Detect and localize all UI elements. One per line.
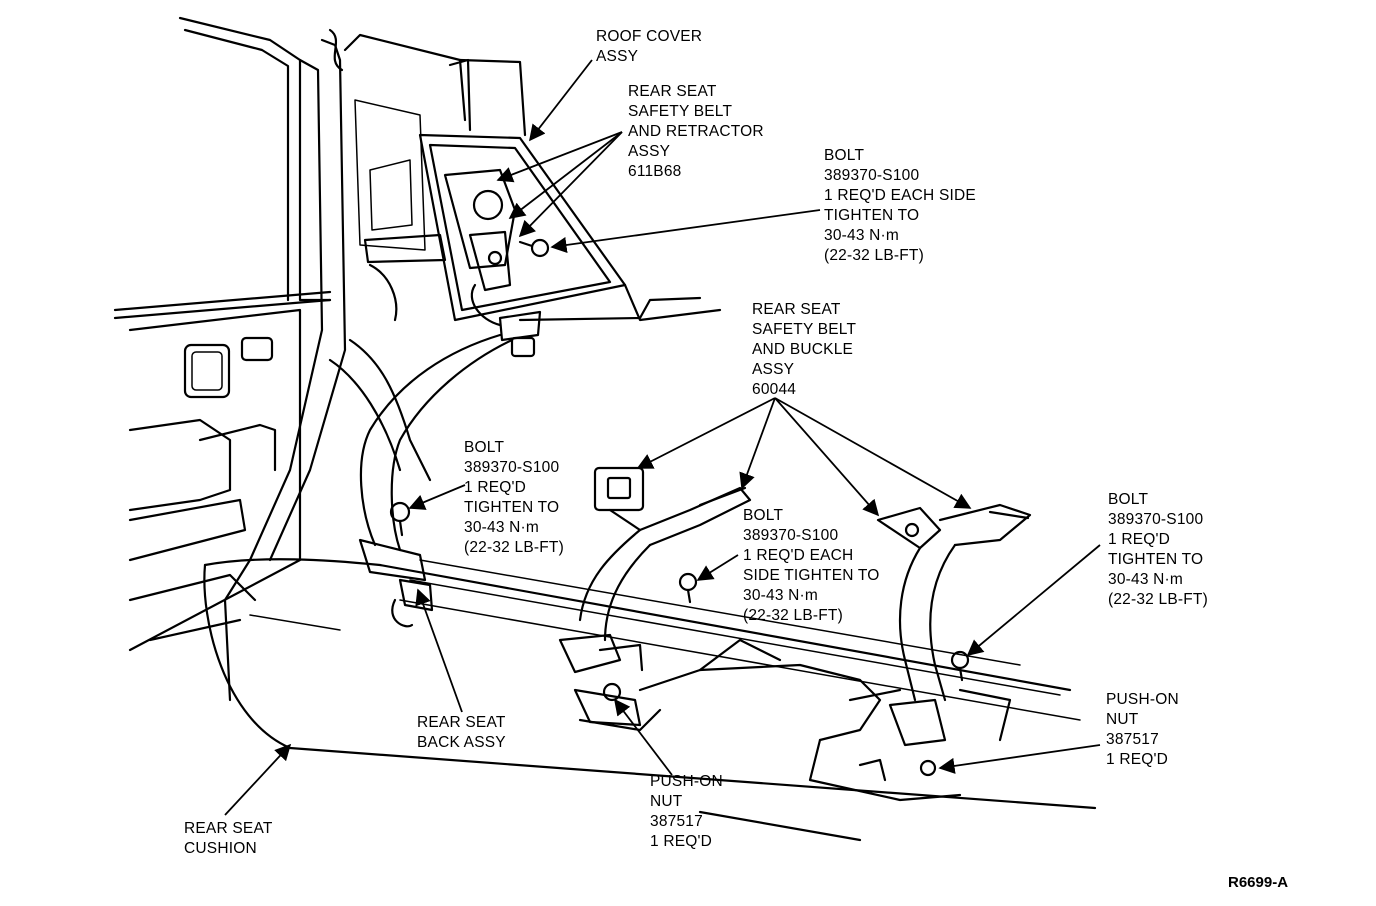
quarter-panel-structure <box>113 16 467 702</box>
left-anchor <box>358 501 434 628</box>
floor-pan <box>399 559 1081 802</box>
rear-seat-cushion <box>203 558 1097 842</box>
retractor-assy <box>359 168 550 552</box>
center-buckle-assy-left <box>558 466 752 727</box>
center-buckle-assy-right <box>858 503 1032 782</box>
leader-lines <box>224 59 1101 816</box>
figure-reference-number: R6699-A <box>1228 874 1289 891</box>
center-bolt <box>678 572 698 604</box>
roof-cover-assy <box>418 58 722 322</box>
